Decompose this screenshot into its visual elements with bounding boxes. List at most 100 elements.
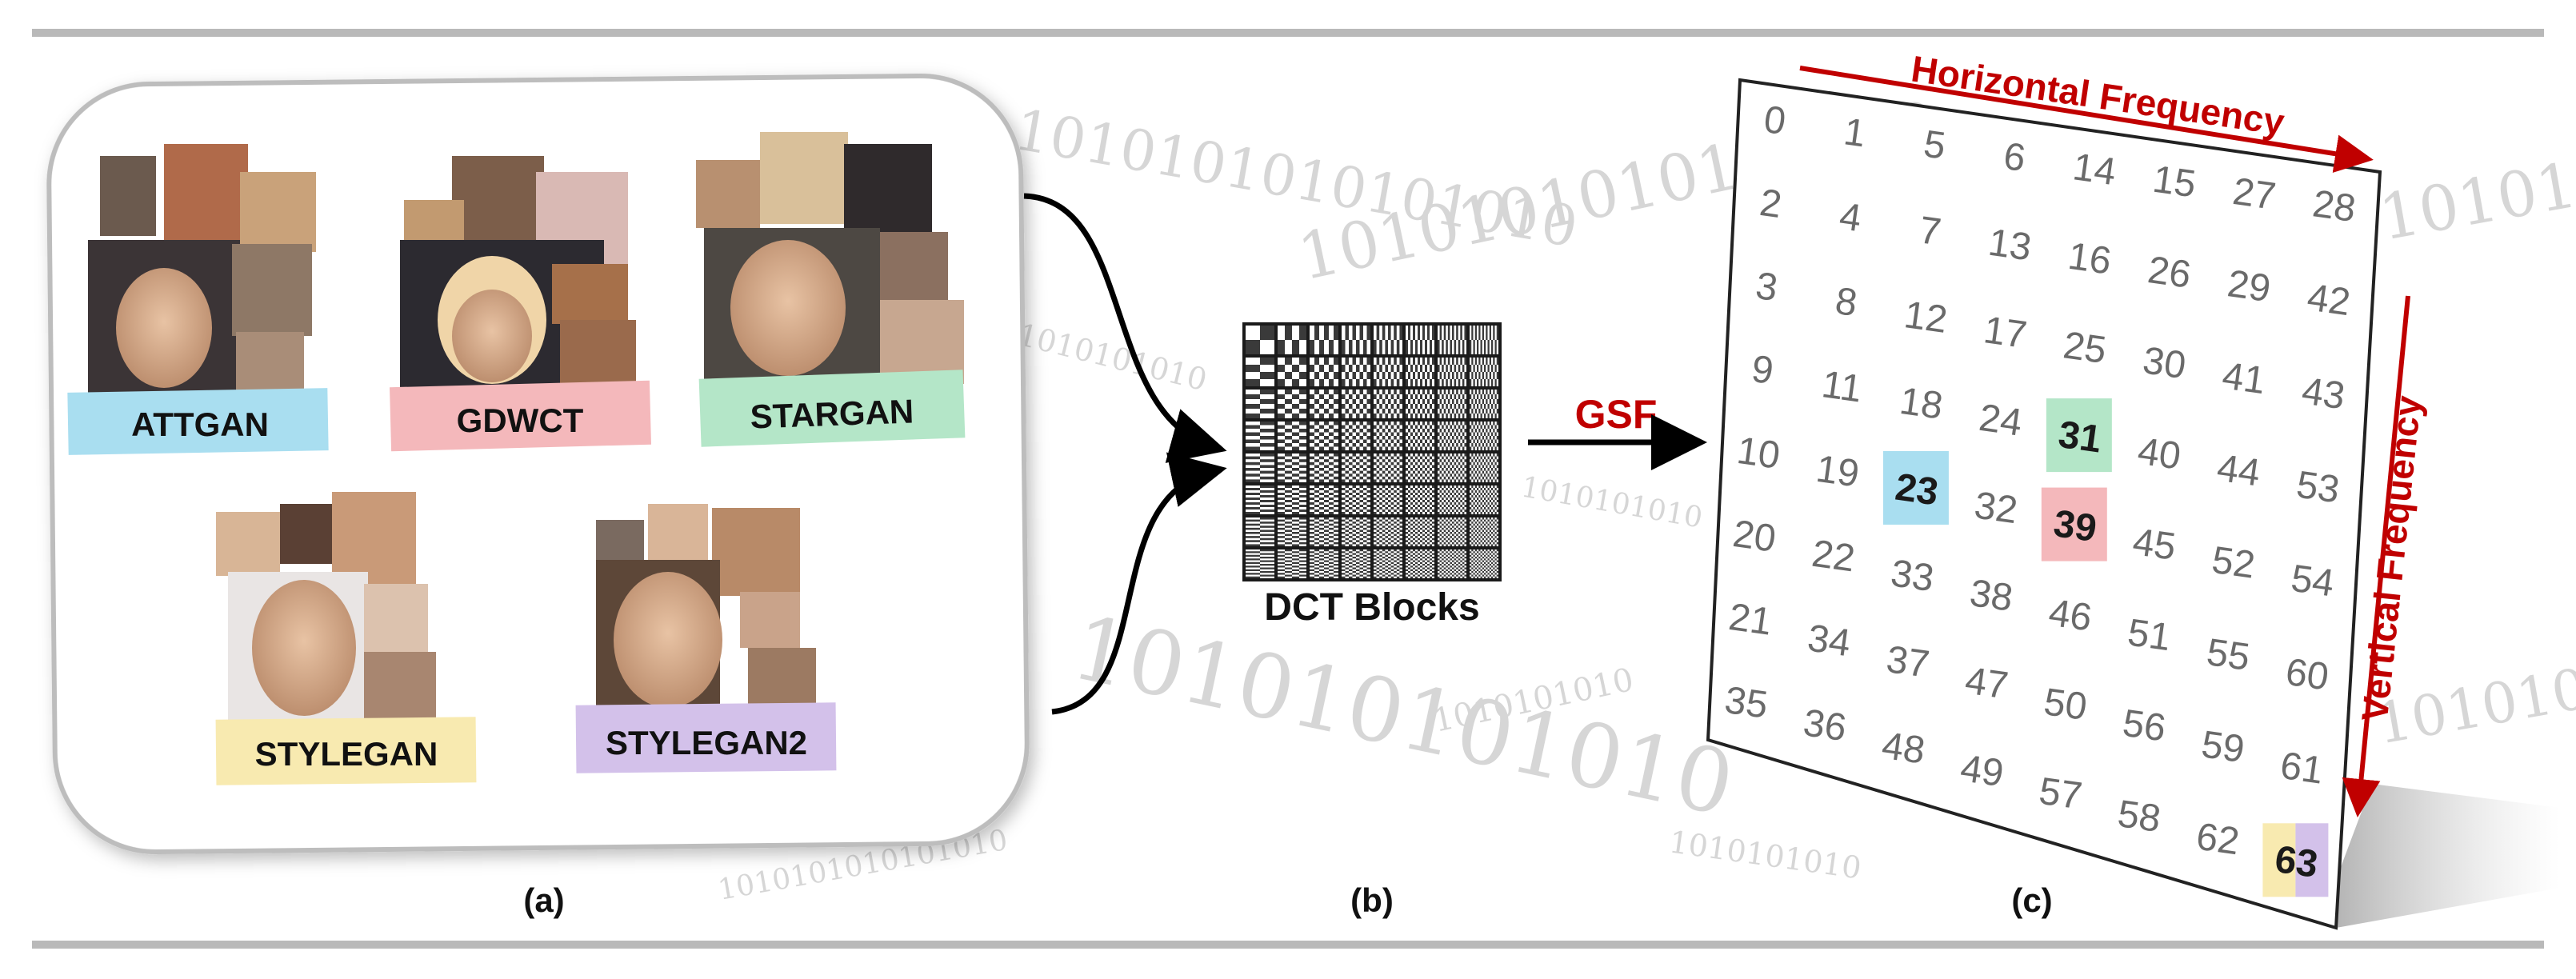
dct-basis-block [1406,549,1434,578]
binary-watermark: 101010101010 [1064,596,1742,836]
top-rule [32,29,2544,37]
face-thumbnail [216,512,280,576]
grid-cell-value: 30 [2140,339,2188,387]
grid-cell-value: 43 [2299,370,2347,418]
face-thumbnail [696,160,760,228]
face-thumbnail [252,580,356,716]
grid-cell-value: 36 [1801,701,1849,749]
grid-cell-value: 32 [1972,484,2020,532]
grid-cell-value: 11 [1819,363,1865,410]
face-thumbnail [844,144,932,232]
curved-arrow-top [1023,193,1227,463]
dct-basis-block [1342,517,1370,546]
dct-basis-block [1246,326,1274,354]
grid-cell-value: 61 [2278,745,2326,793]
dct-basis-block [1470,390,1498,418]
dct-basis-block [1246,517,1274,546]
dct-basis-block [1342,326,1370,354]
dct-basis-block [1342,422,1370,450]
highlight-box [2295,823,2329,897]
stylegan-label-box [215,717,477,785]
dct-basis-block [1470,422,1498,450]
highlight-box [2262,823,2296,897]
dct-basis-block [1374,486,1402,514]
grid-cell-value: 20 [1730,513,1778,561]
face-thumbnail [364,584,428,652]
grid-cell-value: 50 [2042,681,2090,729]
face-thumbnail [232,244,312,336]
horizontal-frequency-arrow [1799,66,2374,174]
panel-c-caption: (c) [2011,881,2052,919]
face-thumbnail [760,132,848,224]
dct-basis-block [1470,517,1498,546]
dct-basis-block [1310,358,1338,386]
dct-basis-block [1310,549,1338,578]
grid-cell-value: 31 [2056,414,2104,462]
dct-basis-block [1310,390,1338,418]
gdwct-label: GDWCT [457,402,584,439]
dct-basis-block [1470,486,1498,514]
attgan-label: ATTGAN [131,406,269,443]
grid-cell-value: 48 [1879,725,1927,773]
grid-cell-value: 46 [2046,592,2094,640]
dct-basis-block [1374,517,1402,546]
grid-cell-value: 22 [1810,533,1858,581]
grid-cell-value: 51 [2125,611,2173,659]
dct-basis-block [1438,549,1466,578]
grid-cell-value: 17 [1981,309,2029,357]
dct-basis-block [1374,390,1402,418]
grid-cell-value: 24 [1977,397,2025,445]
binary-watermark: 1010101010 [1014,317,1210,398]
card-shadow [2336,784,2560,928]
gdwct-label-box [390,380,651,452]
face-thumbnail [730,240,846,376]
dct-basis-block [1278,549,1306,578]
face-thumbnail [648,504,708,564]
grid-cell-value: 13 [1986,222,2034,270]
grid-cell-value: 21 [1726,596,1774,644]
dct-basis-block [1246,486,1274,514]
dct-basis-block [1342,390,1370,418]
grid-cell-value: 34 [1805,617,1853,665]
dct-basis-block [1310,326,1338,354]
dct-basis-block [1406,454,1434,482]
dct-basis-block [1438,517,1466,546]
dct-basis-block [1374,549,1402,578]
face-thumbnail [116,268,212,388]
stylegan-collage: STYLEGAN [215,492,477,785]
stargan-label-box [698,370,966,447]
grid-cell-value: 25 [2061,324,2109,372]
grid-cell-value: 29 [2225,262,2273,310]
stargan-collage: STARGAN [696,132,966,447]
grid-cell-value: 14 [2070,146,2118,194]
dct-basis-block [1278,486,1306,514]
stylegan2-label: STYLEGAN2 [606,724,807,761]
face-thumbnail [880,300,964,384]
dct-basis-block [1406,517,1434,546]
grid-cell-value: 19 [1814,448,1862,496]
stylegan2-collage: STYLEGAN2 [575,504,837,773]
face-thumbnail [880,232,948,304]
grid-cell-value: 47 [1962,660,2010,708]
dct-basis-block [1374,358,1402,386]
dct-basis-block [1278,358,1306,386]
face-thumbnail [740,592,800,648]
grid-cell-value: 18 [1897,380,1945,428]
dct-basis-block [1246,390,1274,418]
dct-basis-block [1406,422,1434,450]
dct-basis-block [1278,390,1306,418]
grid-cell-value: 27 [2230,170,2278,218]
grid-cell-value: 15 [2150,158,2198,206]
dct-basis-block [1278,517,1306,546]
dct-basis-block [1406,326,1434,354]
face-thumbnail [164,144,248,240]
grid-cell-value: 54 [2289,557,2337,605]
bottom-rule [32,941,2544,949]
dct-basis-block [1246,422,1274,450]
dct-basis-block [1310,517,1338,546]
face-thumbnail [100,156,156,236]
dct-basis-block [1374,422,1402,450]
panel-b-caption: (b) [1350,881,1394,919]
dct-basis-block [1438,422,1466,450]
